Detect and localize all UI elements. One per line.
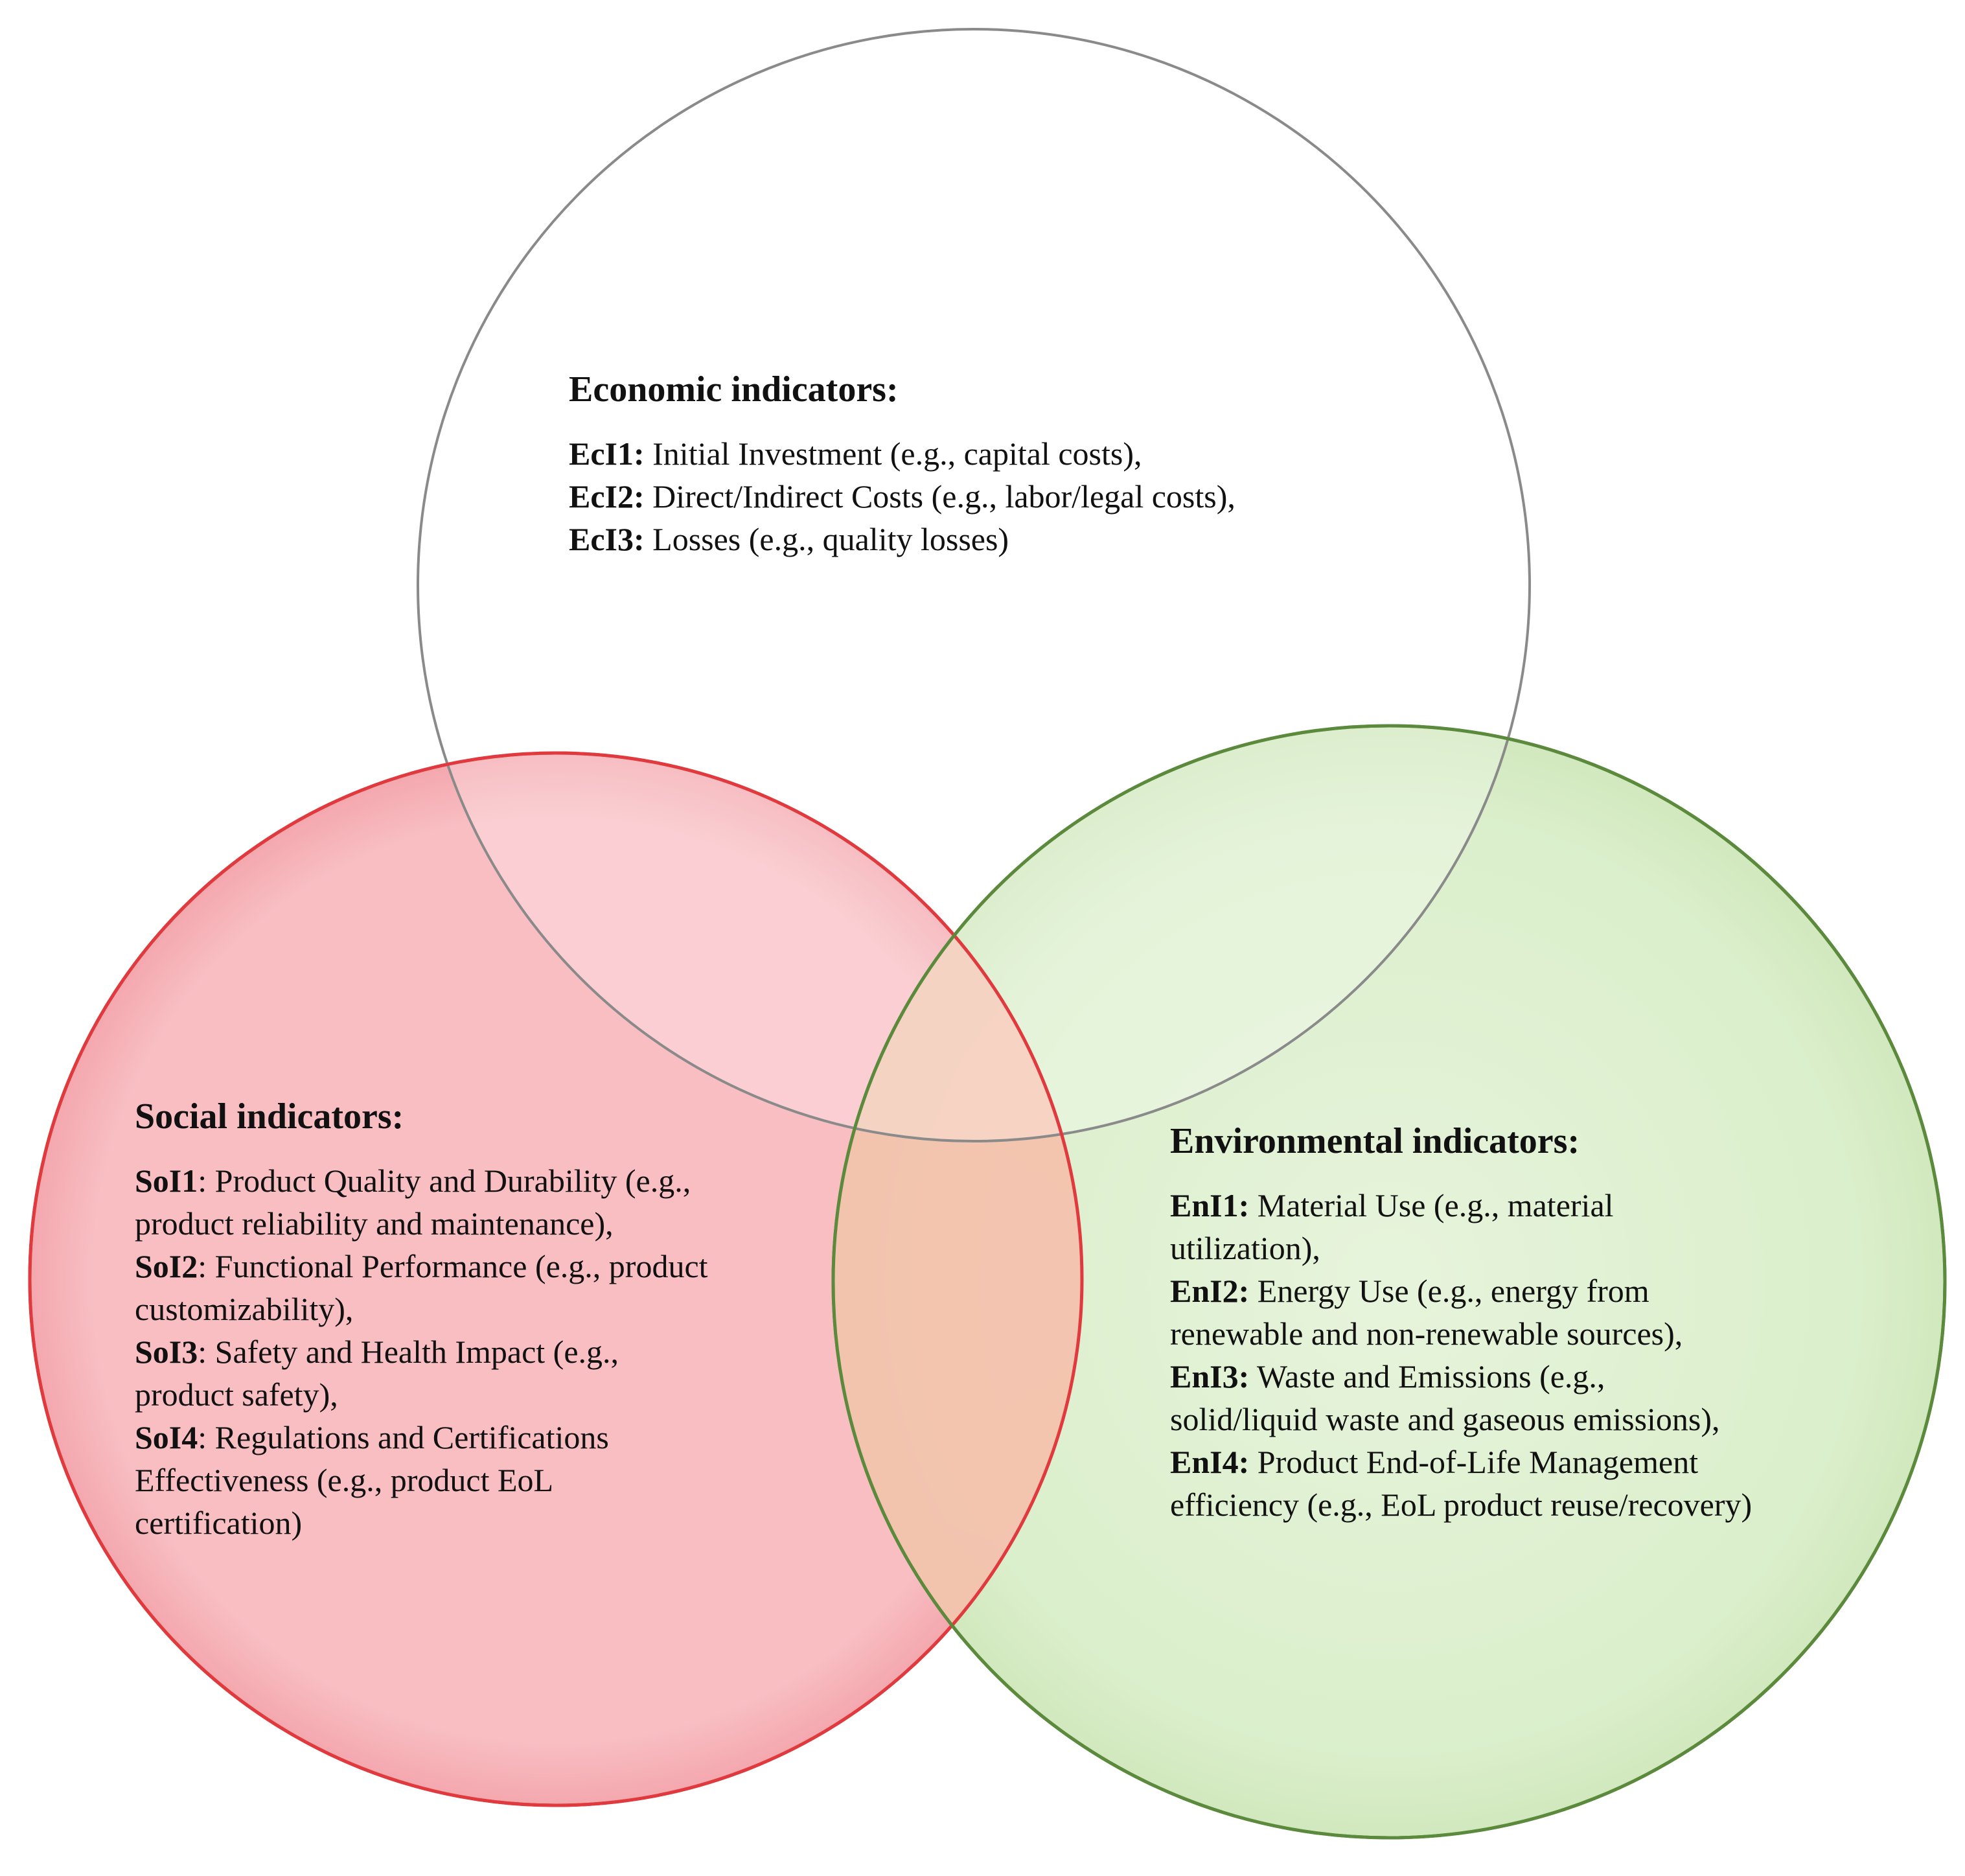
indicator-text: Direct/Indirect Costs (e.g., labor/legal… <box>644 478 1235 515</box>
indicator-text: Effectiveness (e.g., product EoL <box>135 1462 554 1499</box>
social-circle-outline <box>28 751 1084 1807</box>
indicator-text: : Functional Performance (e.g., product <box>198 1248 708 1285</box>
indicator-code: SoI2 <box>135 1248 198 1285</box>
environmental-line: EnI1: Material Use (e.g., material <box>1170 1184 1752 1227</box>
social-indicators-block: Social indicators: SoI1: Product Quality… <box>135 1095 708 1544</box>
environmental-line: EnI3: Waste and Emissions (e.g., <box>1170 1355 1752 1398</box>
environmental-line: EnI4: Product End-of-Life Management <box>1170 1441 1752 1483</box>
indicator-text: Losses (e.g., quality losses) <box>644 521 1009 558</box>
indicator-text: Initial Investment (e.g., capital costs)… <box>644 435 1142 472</box>
indicator-code: EcI3: <box>569 521 645 558</box>
social-line: product reliability and maintenance), <box>135 1202 708 1245</box>
indicator-text: : Regulations and Certifications <box>198 1419 609 1456</box>
indicator-code: EnI3: <box>1170 1358 1250 1395</box>
environmental-title: Environmental indicators: <box>1170 1121 1580 1161</box>
indicator-code: EnI1: <box>1170 1187 1250 1224</box>
indicator-text: solid/liquid waste and gaseous emissions… <box>1170 1401 1720 1438</box>
indicator-code: SoI4 <box>135 1419 198 1456</box>
environmental-line: utilization), <box>1170 1227 1752 1269</box>
indicator-code: EcI1: <box>569 435 645 472</box>
environmental-line: renewable and non-renewable sources), <box>1170 1312 1752 1355</box>
indicator-text: : Product Quality and Durability (e.g., <box>198 1163 691 1199</box>
indicator-code: SoI3 <box>135 1334 198 1371</box>
indicator-text: renewable and non-renewable sources), <box>1170 1315 1683 1352</box>
indicator-code: EcI2: <box>569 478 645 515</box>
indicator-text: utilization), <box>1170 1230 1320 1267</box>
indicator-text: : Safety and Health Impact (e.g., <box>198 1334 619 1371</box>
economic-indicators-block: Economic indicators: EcI1: Initial Inves… <box>569 368 1235 561</box>
social-line: product safety), <box>135 1373 708 1416</box>
indicator-text: Waste and Emissions (e.g., <box>1249 1358 1605 1395</box>
social-line: SoI2: Functional Performance (e.g., prod… <box>135 1245 708 1288</box>
environmental-line: solid/liquid waste and gaseous emissions… <box>1170 1398 1752 1441</box>
indicator-text: certification) <box>135 1505 303 1542</box>
social-line: SoI1: Product Quality and Durability (e.… <box>135 1159 708 1202</box>
indicator-text: Product End-of-Life Management <box>1249 1444 1699 1481</box>
economic-title: Economic indicators: <box>569 369 899 410</box>
economic-line: EcI3: Losses (e.g., quality losses) <box>569 518 1235 561</box>
indicator-text: Energy Use (e.g., energy from <box>1249 1273 1649 1310</box>
environmental-line: efficiency (e.g., EoL product reuse/reco… <box>1170 1483 1752 1526</box>
indicator-text: Material Use (e.g., material <box>1249 1187 1614 1224</box>
indicator-code: SoI1 <box>135 1163 198 1199</box>
indicator-text: product safety), <box>135 1376 338 1413</box>
social-line: customizability), <box>135 1288 708 1330</box>
indicator-text: efficiency (e.g., EoL product reuse/reco… <box>1170 1487 1752 1523</box>
economic-circle <box>417 28 1531 1142</box>
social-line: SoI3: Safety and Health Impact (e.g., <box>135 1330 708 1373</box>
environmental-indicators-block: Environmental indicators: EnI1: Material… <box>1170 1120 1752 1526</box>
social-title: Social indicators: <box>135 1096 404 1137</box>
social-line: SoI4: Regulations and Certifications <box>135 1416 708 1459</box>
indicator-text: customizability), <box>135 1291 354 1328</box>
economic-line: EcI2: Direct/Indirect Costs (e.g., labor… <box>569 475 1235 518</box>
environmental-line: EnI2: Energy Use (e.g., energy from <box>1170 1269 1752 1312</box>
social-line: Effectiveness (e.g., product EoL <box>135 1459 708 1501</box>
social-line: certification) <box>135 1501 708 1544</box>
indicator-code: EnI2: <box>1170 1273 1250 1310</box>
environmental-circle-outline <box>831 724 1947 1840</box>
indicator-code: EnI4: <box>1170 1444 1250 1481</box>
economic-line: EcI1: Initial Investment (e.g., capital … <box>569 432 1235 475</box>
indicator-text: product reliability and maintenance), <box>135 1205 614 1242</box>
